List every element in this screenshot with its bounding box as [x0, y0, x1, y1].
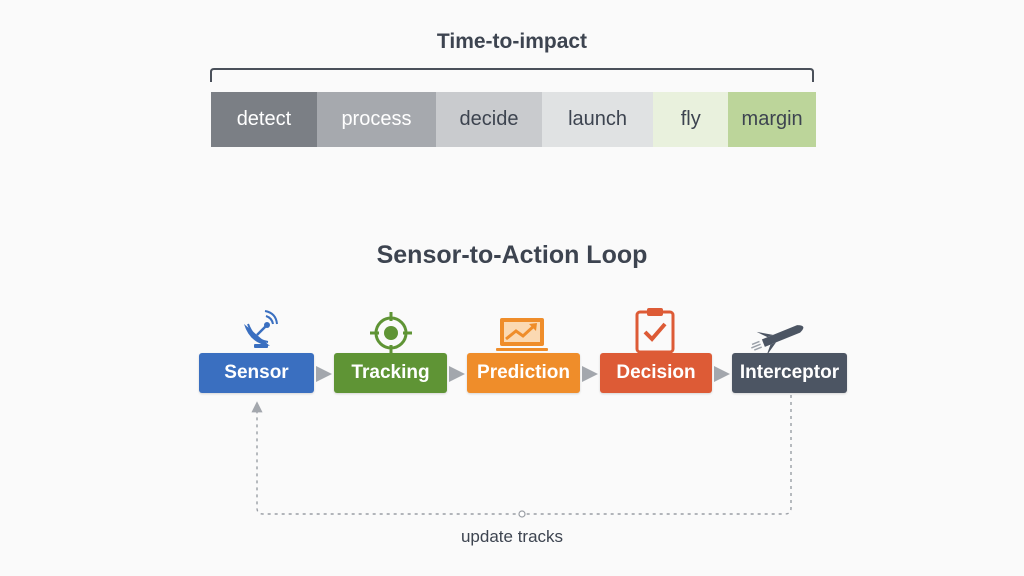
feedback-loop-path [251, 395, 792, 515]
timeline-segment-process: process [316, 92, 437, 147]
loop-title: Sensor-to-Action Loop [376, 241, 648, 269]
loop-node-sensor: Sensor [199, 353, 314, 393]
timeline-segment-launch: launch [541, 92, 654, 147]
loop-node-interceptor: Interceptor [732, 353, 847, 393]
timeline-brace [210, 68, 814, 82]
loop-node-prediction: Prediction [467, 353, 580, 393]
loop-node-tracking: Tracking [334, 353, 447, 393]
trend-chart-icon [496, 318, 548, 351]
timeline-title: Time-to-impact [436, 30, 588, 53]
satellite-dish-icon [244, 310, 278, 348]
target-crosshair-icon [370, 312, 412, 354]
feedback-loop-label: update tracks [460, 527, 564, 546]
loop-node-decision: Decision [600, 353, 712, 393]
missile-icon [751, 325, 804, 356]
checklist-clipboard-icon [635, 308, 675, 354]
timeline-segment-decide: decide [436, 92, 542, 147]
timeline-segment-margin: margin [728, 92, 816, 147]
timeline-segment-fly: fly [653, 92, 729, 147]
feedback-loop-midpoint [518, 510, 526, 518]
timeline-segment-detect: detect [211, 92, 317, 147]
